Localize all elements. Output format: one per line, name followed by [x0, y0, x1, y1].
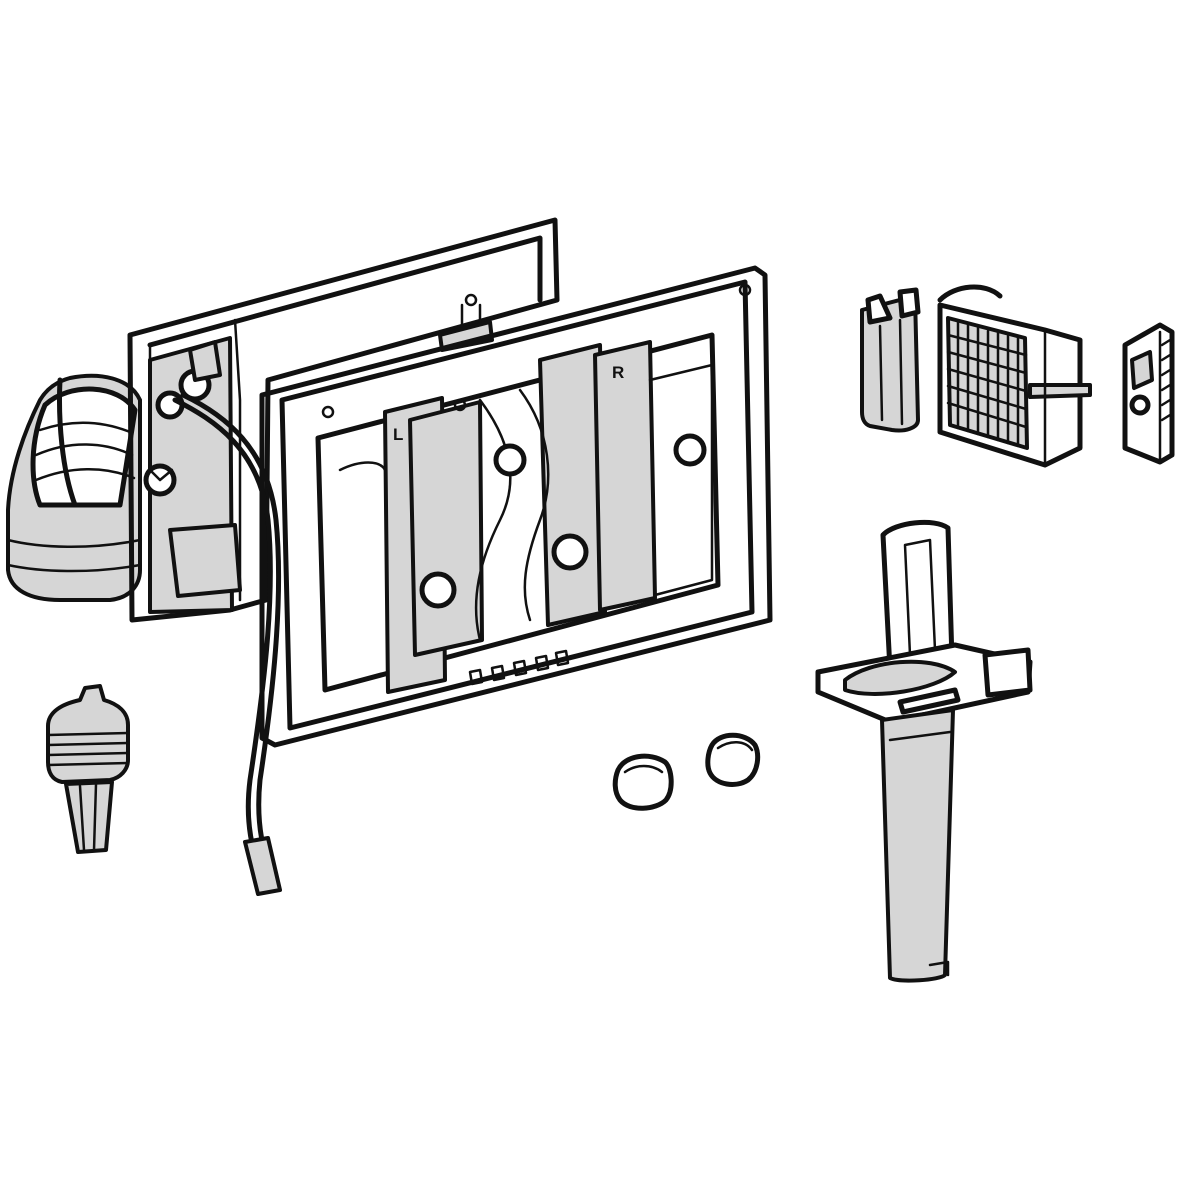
clip-holder [1122, 322, 1175, 465]
label-left: L [393, 425, 403, 444]
small-cartridge [860, 287, 921, 433]
dispenser-tool [815, 519, 1033, 983]
front-actuation-frame: L R [259, 265, 773, 748]
rear-mounting-frame [127, 217, 560, 623]
filter-box [937, 284, 1092, 468]
threaded-valve [46, 684, 130, 854]
round-caps [612, 732, 761, 811]
elbow-connector [6, 373, 142, 602]
label-right: R [612, 363, 624, 382]
cable-with-plug [172, 392, 282, 896]
